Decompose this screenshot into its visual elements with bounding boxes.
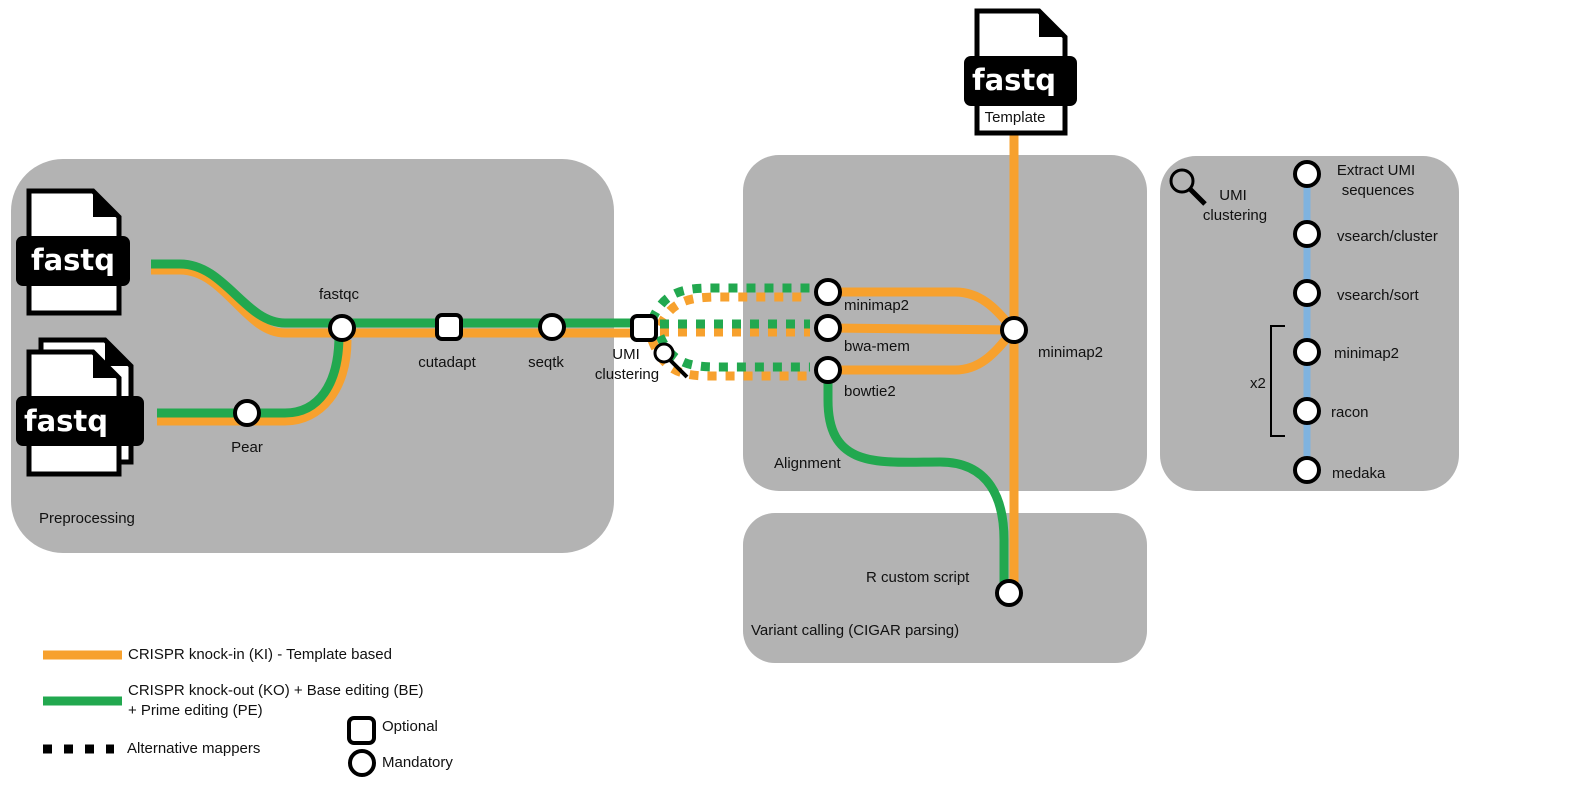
legend-optional-icon — [347, 716, 376, 745]
fastqc-label: fastqc — [319, 286, 360, 303]
repeat-bracket — [1270, 325, 1285, 437]
template-caption: Template — [985, 109, 1046, 126]
magnifier-icon — [653, 342, 689, 379]
umi-label-line1: UMI — [612, 346, 640, 363]
ki-main-line — [151, 265, 645, 338]
legend-mandatory-icon — [348, 749, 376, 777]
umi-panel-title-line1: UMI — [1219, 187, 1247, 204]
ki-pear-line — [157, 339, 352, 426]
variant-calling-panel — [743, 513, 1147, 663]
legend-alt-label: Alternative mappers — [127, 740, 260, 757]
template-fastq-label: fastq — [972, 63, 1056, 97]
bwa-mem-label: bwa-mem — [844, 338, 910, 355]
umi-step-label-1b: sequences — [1342, 182, 1415, 199]
minimap2-node — [814, 278, 842, 306]
umi-step-label-3: vsearch/sort — [1337, 287, 1420, 304]
alt-top-green — [647, 283, 810, 322]
umi-step-node-6 — [1293, 456, 1321, 484]
legend-optional-label: Optional — [382, 718, 438, 735]
alt-bot-orange — [647, 338, 810, 381]
legend-mandatory-label: Mandatory — [382, 754, 453, 771]
bowtie2-node — [814, 356, 842, 384]
variant-calling-title: Variant calling (CIGAR parsing) — [751, 622, 959, 639]
paired-fastq-file-icon: fastq — [16, 337, 144, 477]
pear-node — [233, 399, 261, 427]
umi-clustering-node — [630, 314, 658, 342]
umi-step-node-1 — [1293, 160, 1321, 188]
paired-fastq-label: fastq — [24, 404, 108, 438]
legend-ko-label-line1: CRISPR knock-out (KO) + Base editing (BE… — [128, 682, 424, 699]
alt-bot-green — [655, 334, 810, 372]
umi-step-node-3 — [1293, 279, 1321, 307]
bwa-mem-node — [814, 314, 842, 342]
template-fastq-file-icon: fastq Template — [964, 8, 1077, 136]
ki-bwa-line — [827, 323, 1015, 335]
cutadapt-node — [435, 313, 463, 341]
umi-label-line2: clustering — [595, 366, 659, 383]
preprocessing-title: Preprocessing — [39, 510, 135, 527]
umi-step-node-5 — [1293, 397, 1321, 425]
umi-panel-title-line2: clustering — [1203, 207, 1267, 224]
alignment-title: Alignment — [774, 455, 842, 472]
umi-step-label-6: medaka — [1332, 465, 1386, 482]
minimap2-template-label: minimap2 — [1038, 344, 1103, 361]
r-script-node — [995, 579, 1023, 607]
minimap2-label: minimap2 — [844, 297, 909, 314]
repeat-label: x2 — [1250, 375, 1266, 392]
bowtie2-label: bowtie2 — [844, 383, 896, 400]
legend-ko-label-line2: + Prime editing (PE) — [128, 702, 263, 719]
umi-step-node-4 — [1293, 338, 1321, 366]
r-script-label: R custom script — [866, 569, 970, 586]
umi-step-label-1a: Extract UMI — [1337, 162, 1415, 179]
umi-panel-magnifier-icon — [1169, 168, 1207, 206]
umi-step-label-5: racon — [1331, 404, 1369, 421]
cutadapt-label: cutadapt — [418, 354, 476, 371]
umi-step-label-4: minimap2 — [1334, 345, 1399, 362]
preprocessing-panel — [11, 159, 614, 553]
ko-pear-line — [157, 334, 344, 418]
seqtk-node — [538, 313, 566, 341]
legend-ki-label: CRISPR knock-in (KI) - Template based — [128, 646, 392, 663]
single-fastq-label: fastq — [31, 243, 115, 277]
ko-main-line — [151, 259, 645, 328]
fastqc-node — [328, 314, 356, 342]
umi-step-label-2: vsearch/cluster — [1337, 228, 1438, 245]
ko-variant-line — [823, 370, 1009, 593]
seqtk-label: seqtk — [528, 354, 564, 371]
minimap2-template-node — [1000, 316, 1028, 344]
single-fastq-file-icon: fastq — [16, 188, 130, 316]
alignment-panel — [743, 155, 1147, 491]
alt-top-orange — [655, 292, 810, 329]
umi-step-node-2 — [1293, 220, 1321, 248]
pear-label: Pear — [231, 439, 263, 456]
